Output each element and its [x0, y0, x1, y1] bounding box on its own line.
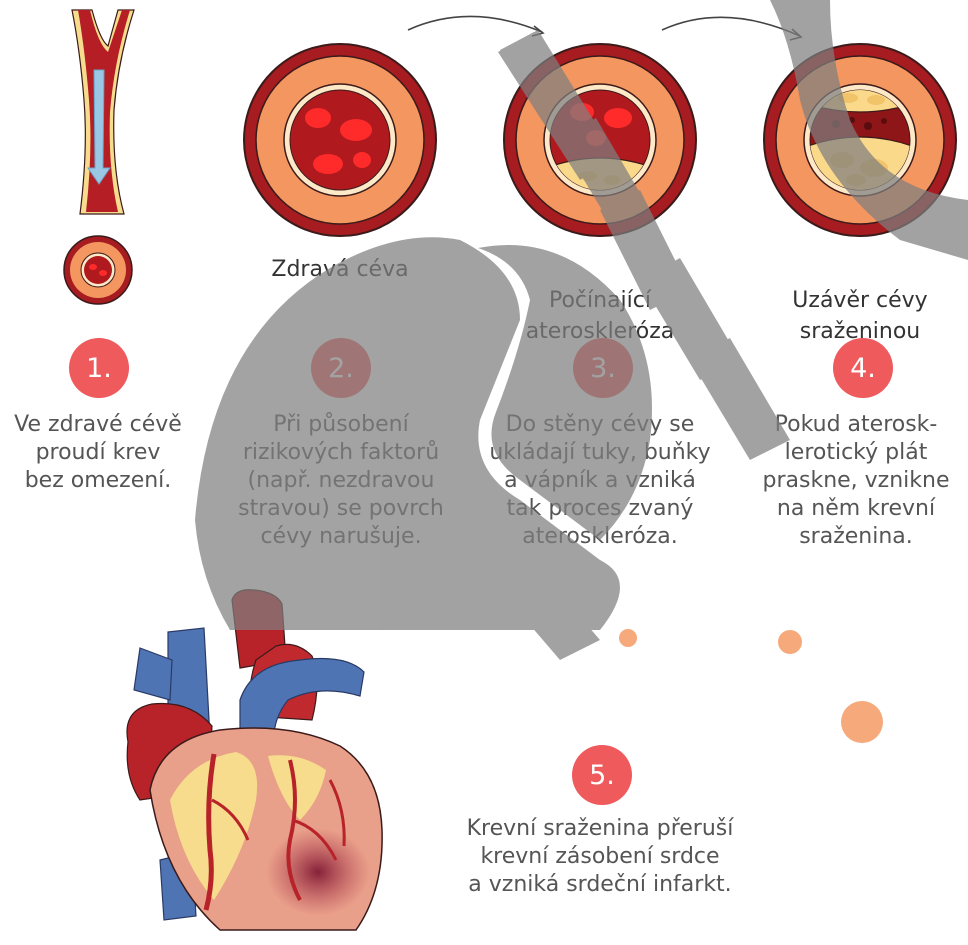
stage-label-occlusion: Uzávěr cévy sraženinou	[760, 254, 960, 347]
progress-arrow-2	[662, 17, 801, 40]
progress-arrow-1	[408, 16, 543, 36]
step-text-4: Pokud aterosk- lerotický plát praskne, v…	[744, 411, 968, 551]
step-badge-5: 5.	[572, 745, 632, 805]
step-text-5: Krevní sraženina přeruší krevní zásobení…	[430, 815, 770, 899]
vessel-healthy-cross-section	[244, 44, 436, 236]
step-badge-3: 3.	[573, 338, 633, 398]
step-text-1: Ve zdravé cévě proudí krev bez omezení.	[0, 411, 196, 495]
vessel-occlusion-cross-section	[764, 44, 956, 236]
decorative-dot-small	[619, 629, 637, 647]
step-text-2: Při působení rizikových faktorů (např. n…	[222, 411, 460, 551]
small-vessel-cross-section	[64, 236, 132, 304]
stage-label-healthy: Zdravá céva	[240, 254, 440, 285]
vessel-early-atherosclerosis-cross-section	[504, 44, 696, 236]
step-badge-2: 2.	[311, 338, 371, 398]
heart-illustration	[127, 590, 382, 930]
step-badge-1: 1.	[69, 338, 129, 398]
stage-label-early-atherosclerosis: Počínající ateroskleróza	[500, 254, 700, 347]
step-text-3: Do stěny cévy se ukládají tuky, buňky a …	[478, 411, 722, 551]
vessel-longitudinal-illustration	[72, 10, 134, 214]
decorative-dot-medium	[778, 630, 802, 654]
decorative-dot-large	[841, 701, 883, 743]
step-badge-4: 4.	[833, 338, 893, 398]
